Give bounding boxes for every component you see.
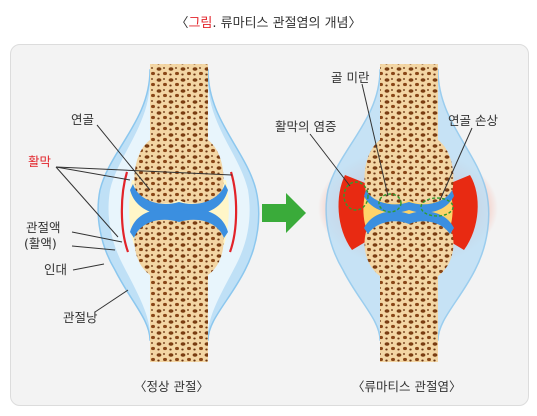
transition-arrow-icon (262, 193, 306, 233)
ra-upper-bone (364, 64, 454, 204)
label-bone-erosion: 골 미란 (331, 70, 370, 85)
title-text: . 류마티스 관절염의 개념 (212, 16, 349, 31)
ra-lesion-markers (343, 181, 454, 217)
ra-lower-bone (364, 218, 454, 362)
caption-ra-joint: 〈류마티스 관절염〉 (352, 379, 462, 394)
figure-title: 〈그림. 류마티스 관절염의 개념〉 (0, 12, 537, 31)
normal-leader-lines (55, 124, 233, 313)
label-synovial-fluid-sub: (활액) (24, 236, 57, 251)
label-joint-capsule: 관절낭 (63, 310, 98, 325)
title-bracket-close: 〉 (348, 16, 362, 31)
ra-joint (309, 64, 498, 362)
normal-joint (55, 64, 260, 362)
ra-inflamed-synovium-left (338, 175, 372, 250)
normal-synovium-right (228, 171, 238, 253)
label-synovium: 활막 (28, 154, 52, 169)
label-cartilage-damage: 연골 손상 (448, 113, 498, 128)
label-ligament: 인대 (44, 262, 68, 277)
ra-lower-cartilage (364, 211, 454, 234)
label-synovial-fluid: 관절액 (26, 220, 61, 235)
title-bracket-open: 〈 (175, 16, 189, 31)
title-accent: 그림 (188, 16, 213, 31)
normal-lower-bone (134, 218, 224, 362)
ra-upper-cartilage (364, 190, 454, 213)
caption-normal-joint: 〈정상 관절〉 (134, 379, 209, 394)
normal-upper-bone (134, 64, 224, 204)
label-synovitis: 활막의 염증 (275, 119, 337, 134)
normal-lower-cartilage (130, 209, 228, 238)
ra-leader-lines (309, 83, 473, 201)
normal-upper-cartilage (130, 184, 228, 215)
label-cartilage: 연골 (71, 112, 95, 127)
